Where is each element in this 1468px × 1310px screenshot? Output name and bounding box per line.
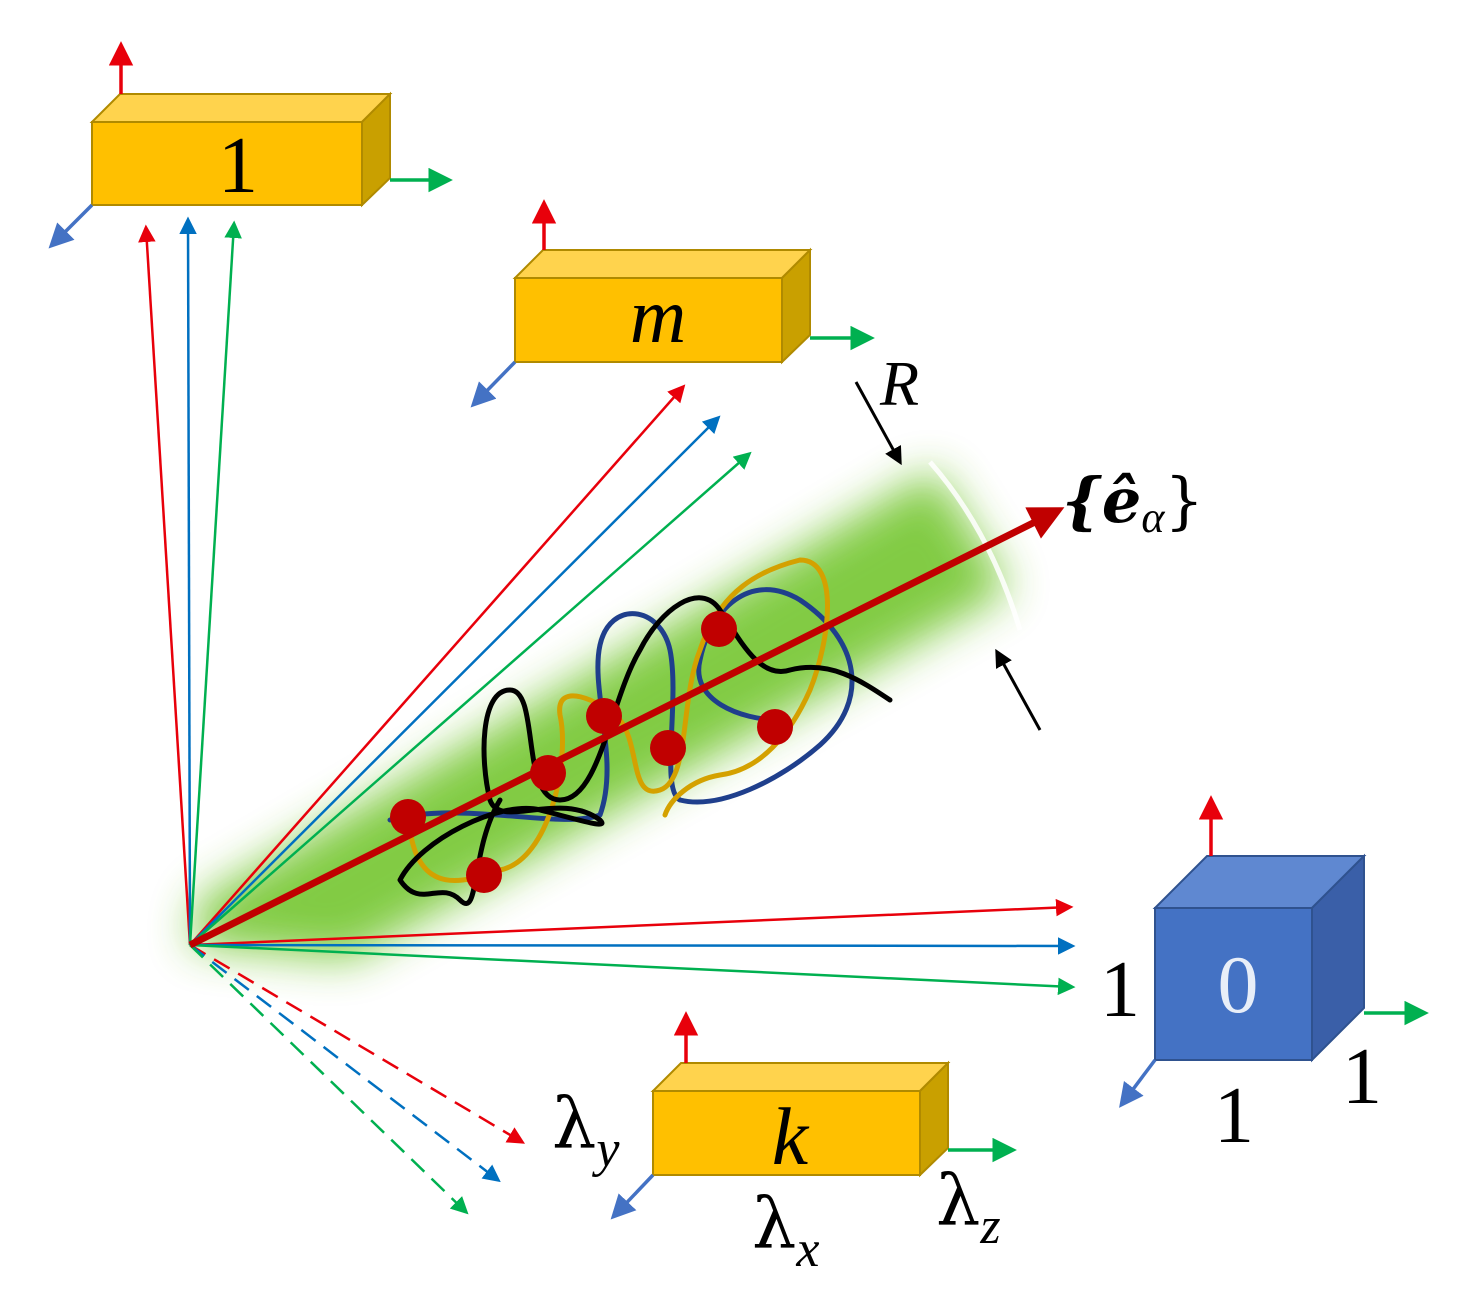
lambda-y-label: λy: [552, 1083, 620, 1178]
basis-label: {êα}: [1062, 464, 1204, 542]
principal-axis-arrow: [188, 507, 1065, 949]
sample-point: [390, 799, 426, 835]
block-m: m: [470, 199, 875, 408]
lambda-z-label: λz: [936, 1160, 1001, 1255]
cube-left-dimension: 1: [1100, 946, 1140, 1034]
vectors-to-block-m: [189, 384, 752, 946]
block-1-depth-axis: [48, 203, 94, 249]
block-m-label: m: [630, 272, 686, 359]
sample-point: [650, 730, 686, 766]
block-k-label: k: [772, 1091, 810, 1182]
black-curve: [397, 595, 893, 906]
navy-curve: [387, 587, 855, 823]
radius-arrow-top: [854, 381, 902, 466]
block-m-depth-axis: [470, 360, 517, 408]
sample-points: [390, 611, 793, 893]
reference-cube-label: 0: [1218, 939, 1259, 1030]
radius-label: R: [879, 348, 919, 419]
vectors-to-block-1: [138, 216, 242, 946]
cube-right-dimension: 1: [1342, 1033, 1382, 1121]
sample-point: [466, 857, 502, 893]
sample-point: [701, 611, 737, 647]
block-k-depth-axis: [610, 1173, 655, 1220]
block-1: 1: [48, 41, 453, 249]
vectors-to-block-0: [189, 898, 1076, 996]
lambda-x-label: λx: [752, 1183, 819, 1278]
sample-point: [530, 755, 566, 791]
block-k: k: [610, 1011, 1017, 1220]
block-1-label: 1: [218, 122, 258, 210]
sample-point: [586, 698, 622, 734]
glow-edge-arc: [928, 460, 1023, 631]
cube-bottom-dimension: 1: [1214, 1072, 1254, 1160]
dashed-vectors-to-block-k: [189, 943, 526, 1215]
cube-depth-axis: [1119, 1058, 1157, 1108]
radius-arrow-bottom: [995, 648, 1042, 731]
reference-cube-0: 0: [1119, 795, 1429, 1108]
sample-point: [757, 709, 793, 745]
